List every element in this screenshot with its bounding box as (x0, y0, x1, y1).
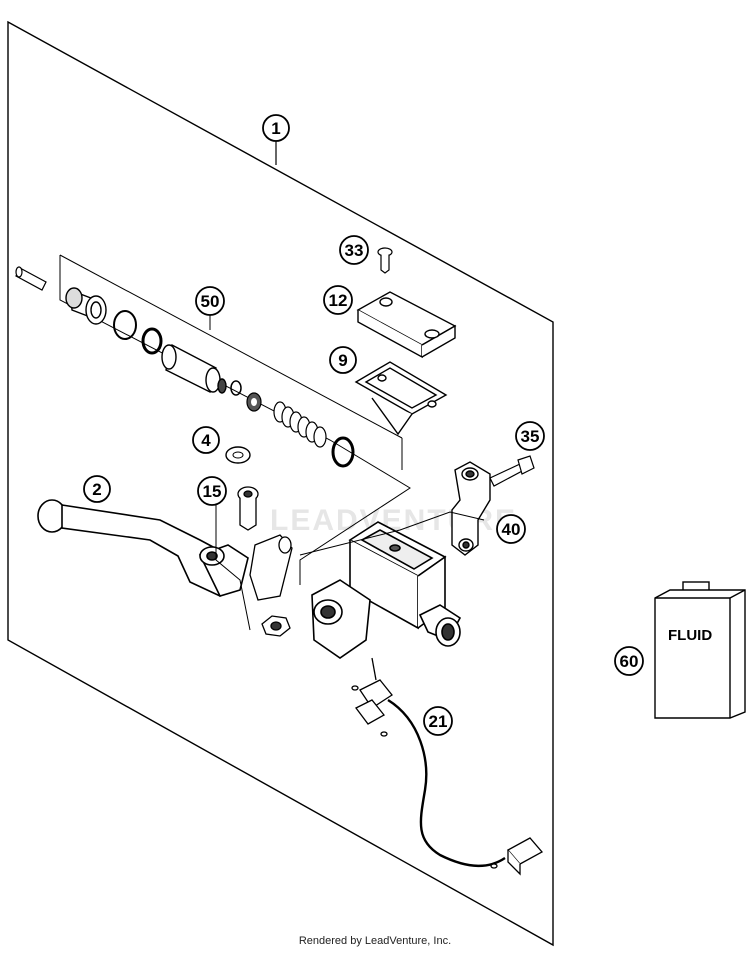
leader-40 (299, 511, 485, 556)
wire-connector (490, 837, 544, 876)
master-cylinder-body (311, 521, 462, 659)
svg-text:4: 4 (201, 431, 211, 450)
o-ring-2 (331, 436, 355, 468)
callout-9: 9 (329, 346, 357, 374)
svg-text:9: 9 (338, 351, 347, 370)
lever-nut (261, 615, 291, 637)
svg-text:35: 35 (521, 427, 540, 446)
footer-credit: Rendered by LeadVenture, Inc. (298, 935, 452, 947)
svg-text:2: 2 (92, 480, 101, 499)
svg-text:1: 1 (271, 119, 280, 138)
brake-fluid-bottle (654, 581, 746, 719)
switch-wire (387, 698, 506, 868)
adjuster-block (249, 534, 293, 601)
callout-4: 4 (192, 426, 220, 454)
svg-text:15: 15 (203, 482, 222, 501)
clamp-bolt (489, 455, 535, 487)
callout-40: 40 (496, 514, 526, 544)
cup-seal-inner (251, 398, 257, 406)
handlebar-clamp (451, 461, 491, 556)
snap-ring (113, 310, 137, 340)
screw (377, 247, 393, 274)
callout-15: 15 (197, 476, 227, 506)
fluid-label: FLUID (668, 627, 712, 644)
assembly-boundary (7, 20, 554, 947)
svg-text:12: 12 (329, 291, 348, 310)
washer-hole (232, 451, 244, 459)
svg-text:33: 33 (345, 241, 364, 260)
callout-2: 2 (83, 475, 111, 503)
svg-text:40: 40 (502, 520, 521, 539)
callout-35: 35 (515, 421, 545, 451)
svg-text:21: 21 (429, 712, 448, 731)
piston-kit-top (59, 254, 403, 439)
dust-boot (65, 287, 107, 325)
piston-kit-boundary (59, 255, 411, 585)
callout-1: 1 (262, 114, 290, 142)
lever-pivot-bolt (237, 486, 259, 531)
diaphragm (354, 361, 448, 436)
leader-15 (215, 505, 251, 631)
callout-33: 33 (339, 235, 369, 265)
svg-text:50: 50 (201, 292, 220, 311)
callout-12: 12 (323, 285, 353, 315)
brake-lever (37, 499, 281, 597)
svg-text:60: 60 (620, 652, 639, 671)
piston (161, 343, 227, 394)
callout-21: 21 (423, 706, 453, 736)
reservoir-cap (356, 291, 457, 359)
o-ring-1 (141, 327, 163, 355)
callout-50: 50 (195, 286, 225, 316)
seal-small (230, 380, 242, 396)
pin (15, 266, 47, 291)
spring (273, 401, 327, 448)
callout-60: 60 (614, 646, 644, 676)
brake-switch (351, 657, 393, 737)
